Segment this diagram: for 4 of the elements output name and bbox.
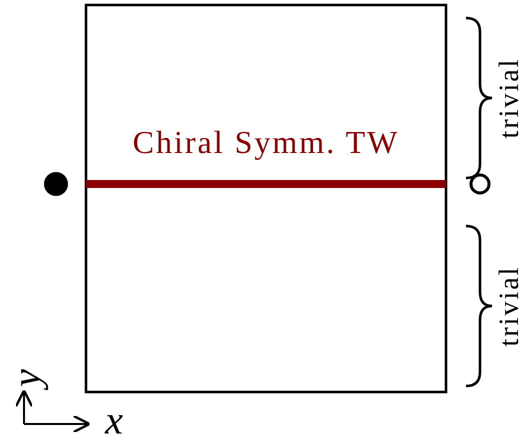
axis-label: x — [105, 396, 123, 440]
region-label: trivial — [494, 58, 526, 138]
wall-label: Chiral Symm. TW — [132, 124, 400, 160]
region-label: trivial — [494, 266, 526, 346]
